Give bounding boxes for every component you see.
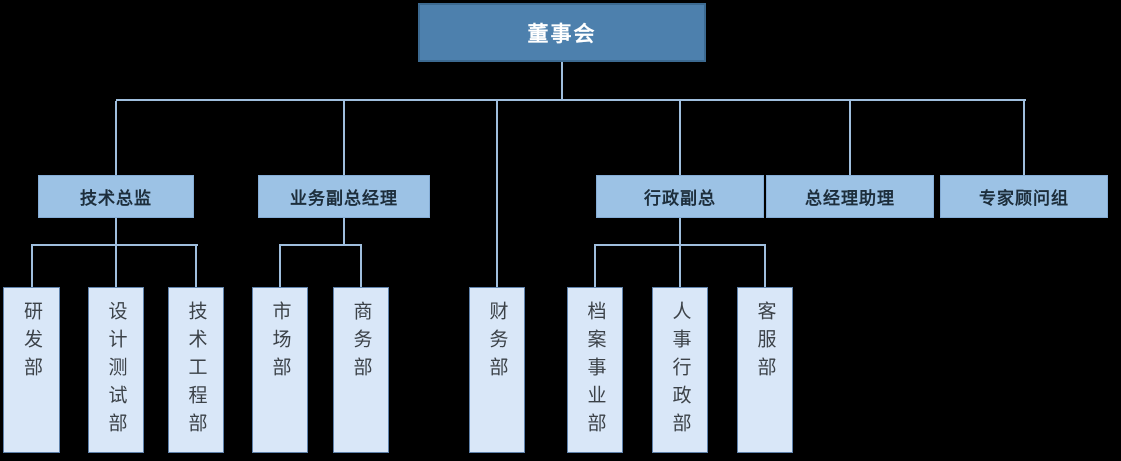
org-node-business-deputy-label: 业务副总经理 (290, 189, 398, 209)
org-node-commerce-dept-label: 商务部 (350, 301, 373, 385)
org-node-gm-assistant-label: 总经理助理 (805, 189, 895, 209)
org-node-admin-deputy: 行政副总 (596, 175, 764, 218)
org-node-business-deputy: 业务副总经理 (258, 175, 430, 218)
connector-drop-business-deputy (343, 101, 345, 175)
connector-business-bar (279, 244, 362, 246)
org-node-tech-director-label: 技术总监 (80, 189, 152, 209)
org-node-finance-dept-label: 财务部 (486, 301, 509, 385)
connector-drop-commerce-dept (360, 246, 362, 287)
org-node-rd-dept: 研发部 (3, 287, 60, 453)
org-node-design-test-dept-label: 设计测试部 (105, 301, 128, 441)
connector-drop-tech-director (115, 101, 117, 175)
connector-tech-bar (31, 244, 198, 246)
connector-tech-stem (115, 218, 117, 244)
connector-root-stem (561, 62, 563, 99)
connector-drop-customer-service-dept (764, 246, 766, 287)
connector-business-stem (343, 218, 345, 244)
org-node-expert-advisors-label: 专家顾问组 (979, 189, 1069, 209)
connector-admin-bar (594, 244, 766, 246)
org-node-archives-dept-label: 档案事业部 (584, 301, 607, 441)
org-node-tech-eng-dept-label: 技术工程部 (185, 301, 208, 441)
connector-drop-admin-deputy (679, 101, 681, 175)
org-node-gm-assistant: 总经理助理 (766, 175, 934, 218)
connector-drop-finance-dept (496, 101, 498, 287)
connector-drop-gm-assistant (849, 101, 851, 175)
org-node-admin-deputy-label: 行政副总 (644, 189, 716, 209)
connector-admin-stem (679, 218, 681, 244)
connector-main-bar (116, 99, 1026, 101)
org-node-marketing-dept-label: 市场部 (269, 301, 292, 385)
org-node-board-label: 董事会 (527, 21, 597, 46)
org-node-board: 董事会 (418, 3, 706, 62)
org-node-expert-advisors: 专家顾问组 (940, 175, 1108, 218)
org-node-rd-dept-label: 研发部 (21, 301, 43, 385)
org-node-tech-director: 技术总监 (38, 175, 194, 218)
org-node-commerce-dept: 商务部 (333, 287, 389, 453)
org-node-customer-service-dept-label: 客服部 (754, 301, 777, 385)
connector-drop-hr-admin-dept (679, 246, 681, 287)
org-node-design-test-dept: 设计测试部 (88, 287, 144, 453)
connector-drop-tech-eng-dept (195, 246, 197, 287)
connector-drop-expert-advisors (1023, 101, 1025, 175)
org-node-archives-dept: 档案事业部 (567, 287, 623, 453)
org-node-marketing-dept: 市场部 (252, 287, 308, 453)
connector-drop-archives-dept (594, 246, 596, 287)
connector-drop-marketing-dept (279, 246, 281, 287)
org-node-hr-admin-dept-label: 人事行政部 (669, 301, 692, 441)
connector-drop-design-test-dept (115, 246, 117, 287)
org-node-tech-eng-dept: 技术工程部 (168, 287, 224, 453)
connector-drop-rd-dept (31, 246, 33, 287)
org-node-finance-dept: 财务部 (469, 287, 525, 453)
org-node-hr-admin-dept: 人事行政部 (652, 287, 708, 453)
org-node-customer-service-dept: 客服部 (737, 287, 793, 453)
